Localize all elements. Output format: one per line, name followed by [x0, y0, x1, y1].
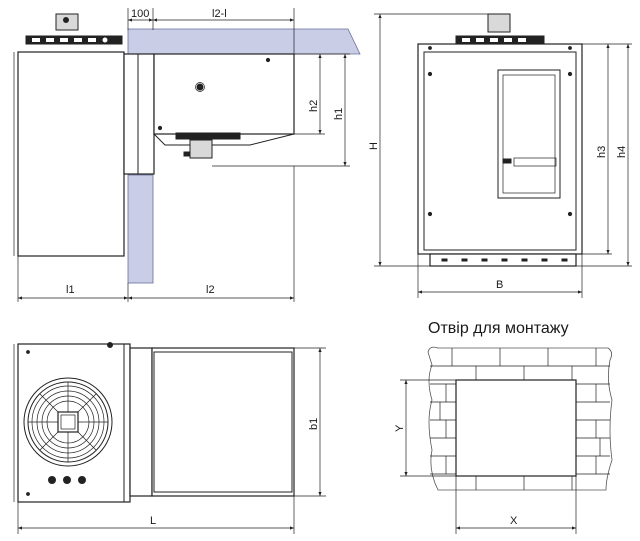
control-panel — [497, 69, 561, 199]
evaporator-top-housing — [151, 347, 295, 497]
evaporator-housing — [153, 53, 295, 135]
condenser-housing — [17, 51, 125, 257]
evaporator-fan-motor — [189, 139, 213, 159]
front-frame — [417, 43, 583, 255]
mounting-flange — [123, 53, 155, 175]
front-top-connector — [487, 13, 511, 33]
wall-top-slab — [127, 28, 361, 55]
mounting-opening-caption: Отвір для монтажу — [428, 320, 569, 337]
dim-label-h3: h3 — [596, 146, 608, 158]
dim-label-B: B — [496, 279, 503, 291]
connector-knobs — [48, 476, 86, 484]
dim-label-H: H — [368, 142, 380, 150]
mounting-frame-top — [129, 347, 153, 497]
dim-label-Y: Y — [394, 424, 406, 432]
dim-label-100: 100 — [131, 8, 149, 20]
dim-label-L: L — [150, 515, 156, 527]
dim-label-l2-l: l2-l — [212, 8, 227, 20]
dim-label-l1: l1 — [66, 284, 75, 296]
side-view: 100 l2-l h2 h1 l1 l2 — [13, 8, 361, 302]
dim-label-h2: h2 — [308, 100, 320, 112]
dim-label-l2: l2 — [206, 284, 215, 296]
condenser-fan-icon — [23, 377, 113, 467]
wall-vertical — [127, 174, 154, 284]
mounting-opening — [455, 379, 577, 477]
dim-label-X: X — [510, 515, 518, 527]
top-view: b1 L — [13, 342, 326, 534]
dim-label-h4: h4 — [616, 146, 628, 158]
dim-label-b1: b1 — [308, 418, 320, 430]
grill-slots — [32, 37, 108, 43]
front-view: H h3 h4 B — [368, 13, 632, 298]
dim-label-h1: h1 — [333, 108, 345, 120]
mounting-opening-view: Отвір для монтажу — [394, 320, 613, 534]
